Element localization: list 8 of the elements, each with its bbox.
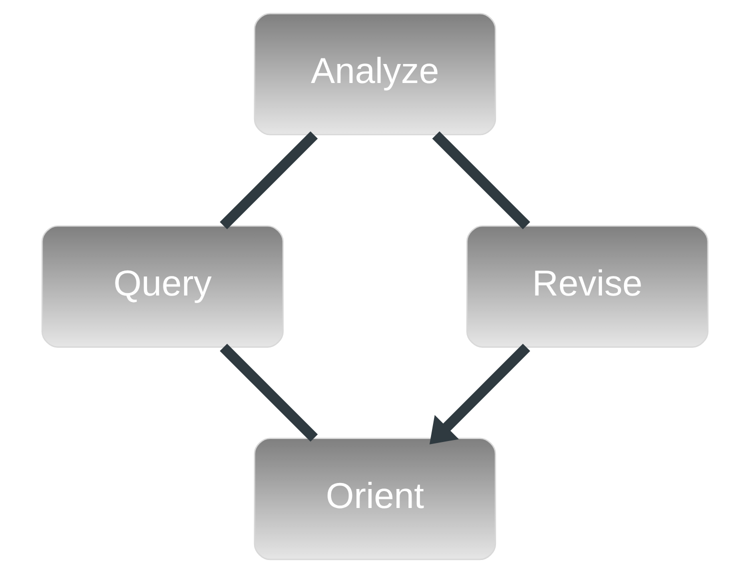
connector <box>220 344 318 442</box>
connector <box>220 131 318 230</box>
connector <box>432 131 530 230</box>
node-box: Query <box>42 225 284 348</box>
node-box: Revise <box>466 225 708 348</box>
node-box: Analyze <box>254 12 496 136</box>
arrow <box>430 344 530 444</box>
node-box: Orient <box>254 438 496 560</box>
